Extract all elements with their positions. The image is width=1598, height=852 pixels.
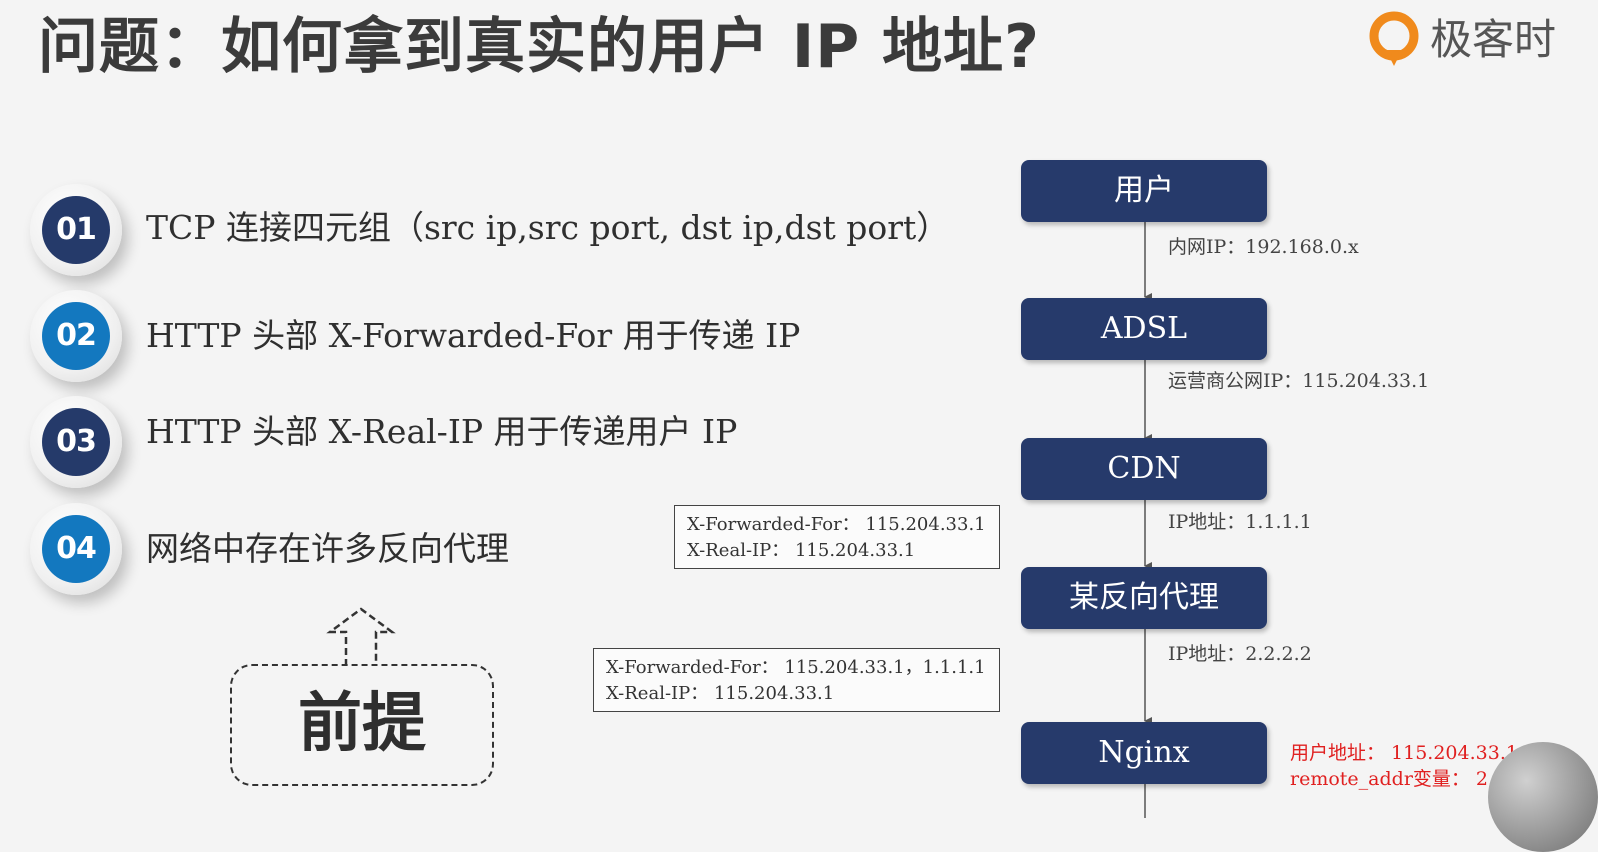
- header-line-xff: X-Forwarded-For： 115.204.33.1: [687, 514, 986, 535]
- number-badge: 03: [42, 408, 110, 476]
- flow-node-user: 用户: [1021, 160, 1267, 222]
- flow-node-adsl: ADSL: [1021, 298, 1267, 360]
- item-text: HTTP 头部 X-Forwarded-For 用于传递 IP: [146, 316, 801, 355]
- header-box: X-Forwarded-For： 115.204.33.1，1.1.1.1 X-…: [593, 648, 1000, 712]
- edge-label: IP地址：2.2.2.2: [1168, 643, 1312, 665]
- item-text: TCP 连接四元组（src ip,src port, dst ip,dst po…: [146, 208, 950, 247]
- nginx-note: 用户地址： 115.204.33.1 remote_addr变量： 2.2.2.…: [1290, 740, 1543, 792]
- list-item: 02 HTTP 头部 X-Forwarded-For 用于传递 IP: [30, 290, 930, 390]
- badge-ring: 01: [30, 184, 122, 276]
- flow-node-reverse-proxy: 某反向代理: [1021, 567, 1267, 629]
- user-address-line: 用户地址： 115.204.33.1: [1290, 742, 1518, 764]
- list-item: 01 TCP 连接四元组（src ip,src port, dst ip,dst…: [30, 184, 949, 284]
- brand-name: 极客时: [1430, 15, 1557, 64]
- edge-label: IP地址：1.1.1.1: [1168, 511, 1312, 533]
- flow-node-cdn: CDN: [1021, 438, 1267, 500]
- badge-ring: 03: [30, 396, 122, 488]
- list-item: 03 HTTP 头部 X-Real-IP 用于传递用户 IP: [30, 396, 930, 496]
- header-line-xrealip: X-Real-IP： 115.204.33.1: [606, 683, 835, 704]
- edge-label: 运营商公网IP：115.204.33.1: [1168, 370, 1430, 392]
- header-box: X-Forwarded-For： 115.204.33.1 X-Real-IP：…: [674, 505, 1000, 569]
- badge-ring: 02: [30, 290, 122, 382]
- edge-label: 内网IP：192.168.0.x: [1168, 236, 1359, 258]
- premise-label: 前提: [298, 687, 426, 761]
- flow-node-nginx: Nginx: [1021, 722, 1267, 784]
- geektime-logo-icon: [1369, 11, 1419, 66]
- list-item: 04 网络中存在许多反向代理: [30, 503, 930, 603]
- header-line-xrealip: X-Real-IP： 115.204.33.1: [687, 540, 916, 561]
- flow-connectors: [1144, 222, 1152, 818]
- number-badge: 01: [42, 196, 110, 264]
- page-title: 问题：如何拿到真实的用户 IP 地址?: [38, 12, 1040, 82]
- number-badge: 04: [42, 515, 110, 583]
- number-badge: 02: [42, 302, 110, 370]
- dashed-up-arrow-icon: [326, 607, 396, 666]
- premise-box: 前提: [230, 664, 494, 786]
- badge-ring: 04: [30, 503, 122, 595]
- presenter-avatar: [1488, 742, 1598, 852]
- brand: 极客时: [1368, 10, 1556, 70]
- item-text: HTTP 头部 X-Real-IP 用于传递用户 IP: [146, 412, 738, 451]
- header-line-xff: X-Forwarded-For： 115.204.33.1，1.1.1.1: [606, 657, 986, 678]
- item-text: 网络中存在许多反向代理: [146, 529, 509, 568]
- remote-addr-line: remote_addr变量： 2.2.2.2: [1290, 768, 1543, 790]
